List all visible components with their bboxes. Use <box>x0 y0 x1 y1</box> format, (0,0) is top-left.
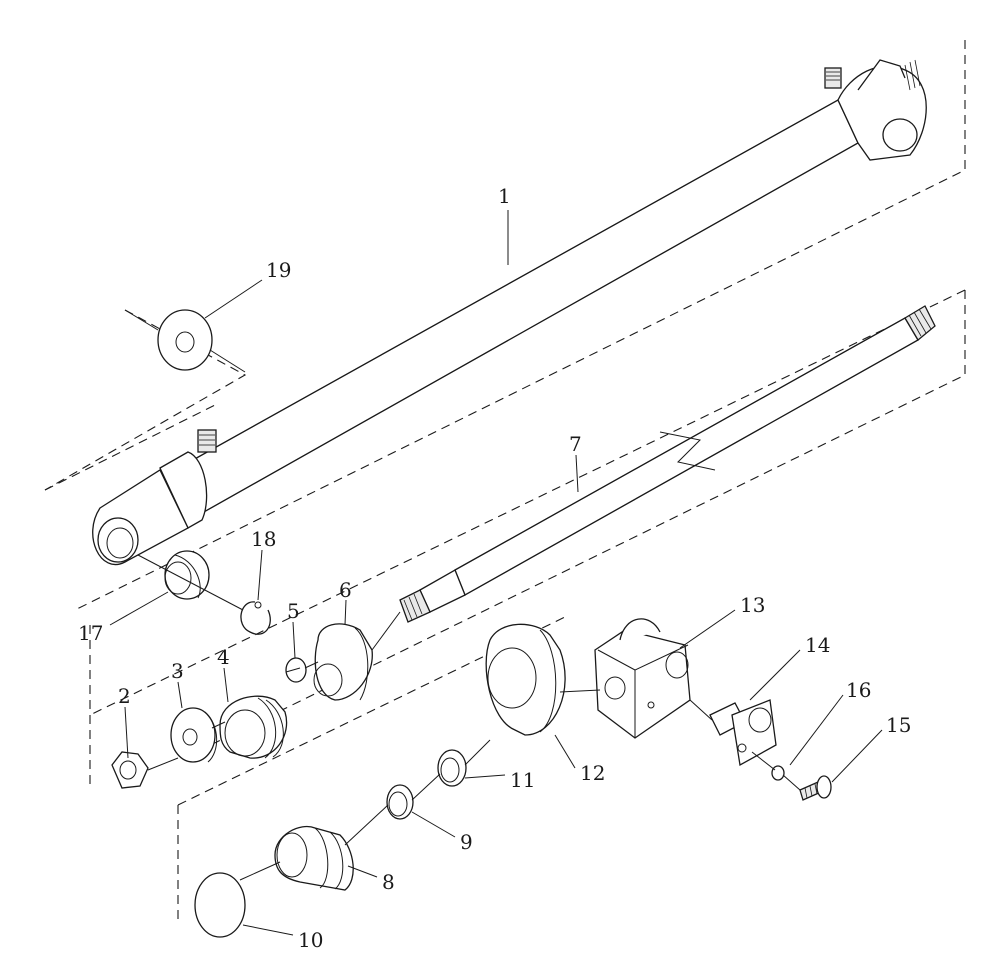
assembly-axis-lines <box>124 309 801 881</box>
callout-18: 18 <box>251 527 276 551</box>
gland-group-outline-top <box>177 616 566 806</box>
callout-13: 13 <box>740 593 765 617</box>
part-9-rod-seal <box>386 784 414 820</box>
callout-16: 16 <box>846 678 871 702</box>
part-15-cap-screw <box>799 775 832 801</box>
part-17-bushing <box>164 550 210 600</box>
part-4-piston-seal <box>219 695 288 759</box>
rod-group-outline-right <box>179 290 966 761</box>
callout-3: 3 <box>171 659 184 683</box>
part-19-washer <box>157 309 213 371</box>
callout-10: 10 <box>298 928 323 952</box>
part-5-o-ring <box>285 657 307 683</box>
callout-11: 11 <box>510 768 535 792</box>
part-2-hex-nut <box>111 751 149 789</box>
callout-8: 8 <box>382 870 395 894</box>
callout-5: 5 <box>287 599 300 623</box>
part-1-cylinder-barrel <box>92 59 927 565</box>
callout-7: 7 <box>569 432 582 456</box>
part-16-lock-washer <box>771 765 785 781</box>
callout-19: 19 <box>266 258 291 282</box>
part-6-piston <box>313 623 373 701</box>
part-18-snap-ring <box>240 601 271 635</box>
part-12-gland-nut <box>485 623 566 736</box>
cylinder-group-outline-lower <box>44 404 216 491</box>
callout-17: 17 <box>78 621 103 645</box>
callout-14: 14 <box>805 633 830 657</box>
leader-lines <box>109 210 883 936</box>
callout-2: 2 <box>118 684 131 708</box>
part-3-spacer-washer <box>170 707 218 763</box>
rod-group-outline-top <box>89 289 966 716</box>
part-14-clevis-pin <box>709 699 777 767</box>
part-7-piston-rod <box>399 305 936 623</box>
callout-12: 12 <box>580 761 605 785</box>
callout-9: 9 <box>460 830 473 854</box>
part-8-gland <box>274 826 354 891</box>
callout-15: 15 <box>886 713 911 737</box>
callout-1: 1 <box>498 184 511 208</box>
part-11-wiper-seal <box>437 749 467 787</box>
callout-4: 4 <box>217 645 230 669</box>
part-10-o-ring <box>194 872 246 938</box>
callout-labels: 1 2 3 4 5 6 7 8 9 10 11 12 13 14 15 16 1… <box>78 184 911 952</box>
part-13-rod-clevis <box>594 618 691 739</box>
callout-6: 6 <box>339 578 352 602</box>
